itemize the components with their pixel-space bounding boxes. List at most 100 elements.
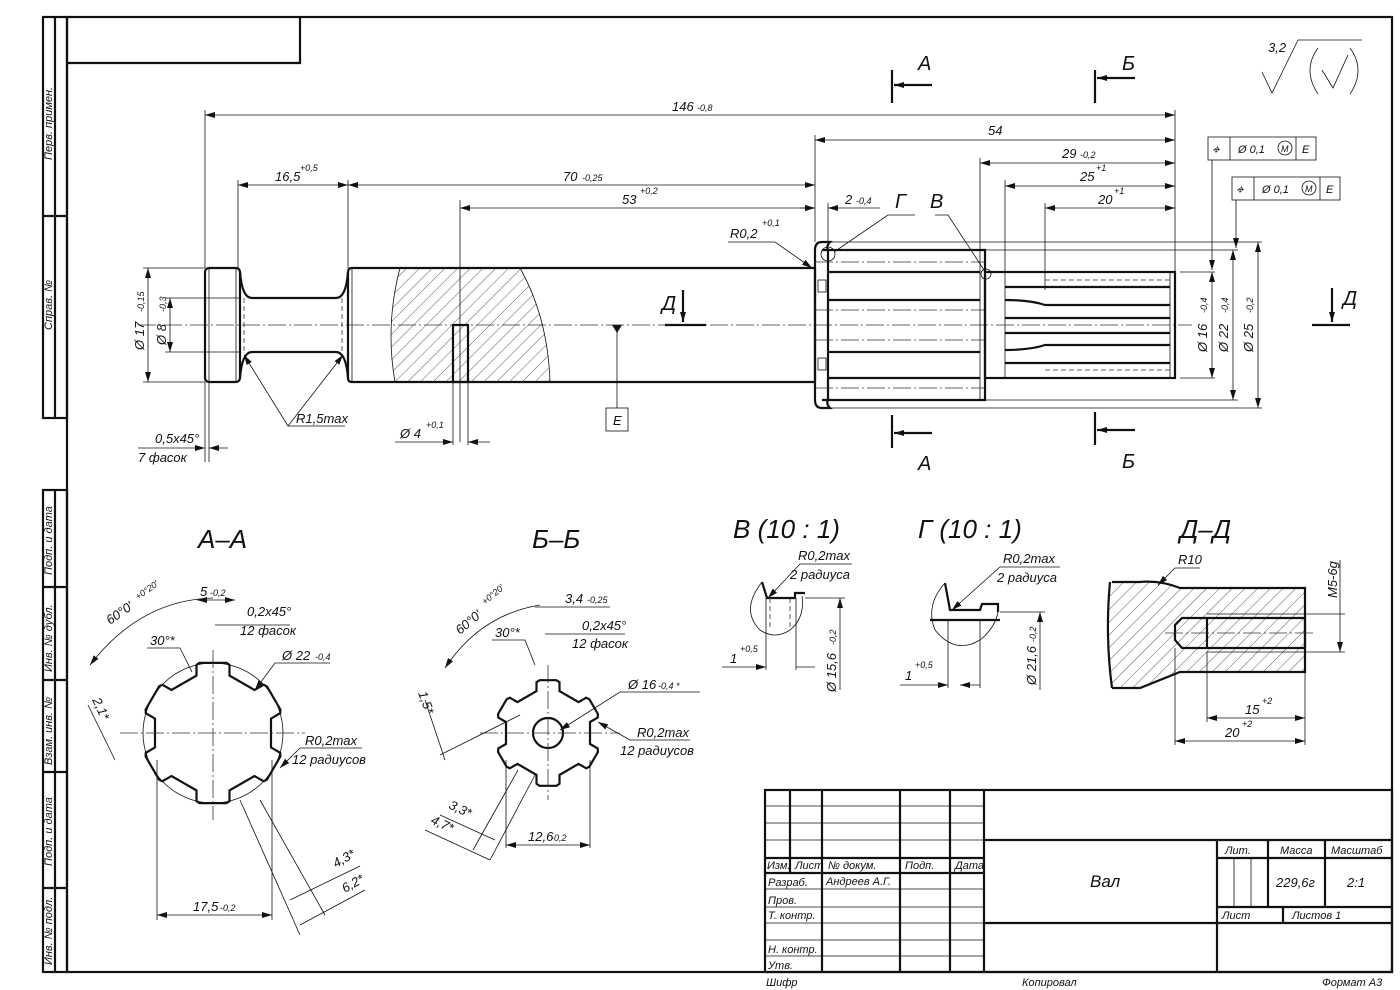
dim-r10: R10 <box>1178 552 1203 567</box>
lit-label: Лит. <box>1224 845 1251 857</box>
dim-2-tol: -0,4 <box>856 196 872 206</box>
roughness-value: 3,2 <box>1268 40 1287 55</box>
header-izm: Изм. <box>767 860 790 872</box>
dim-chamfer-note: 12 фасок <box>572 636 629 651</box>
main-view <box>138 200 1192 442</box>
dim-12-6-tol: -0,2 <box>551 833 567 843</box>
detail-dia-tol: -0,2 <box>828 629 838 645</box>
dim-53-tol: +0,2 <box>640 186 658 196</box>
role-tkontr: Т. контр. <box>768 910 815 922</box>
dim-radius-note: 12 радиусов <box>292 752 366 767</box>
dim-29-tol: -0,2 <box>1080 150 1096 160</box>
dim-dia8-tol: -0,3 <box>158 296 168 312</box>
local-section-hatch <box>391 268 550 382</box>
dim-radius: R0,2max <box>637 725 690 740</box>
footer-copied: Копировал <box>1022 977 1077 989</box>
dim-15: 15 <box>1245 702 1260 717</box>
scale-value: 2:1 <box>1346 875 1365 890</box>
detail-letter-g: Г <box>895 191 908 213</box>
dim-4-7: 4,7* <box>429 812 457 836</box>
dim-dia16: Ø 16 <box>627 677 657 692</box>
section-b-b: Б–Б 60°0' +0°20' 3,4 -0,25 0,2x45° 12 фа… <box>415 524 700 861</box>
dim-chamfer-note: 12 фасок <box>240 623 297 638</box>
dim-chamfer: 0,2x45° <box>582 618 626 633</box>
section-title: Б–Б <box>532 524 580 554</box>
detail-width-tol: +0,5 <box>740 644 759 654</box>
section-letter-d: Д <box>660 293 676 315</box>
stamp-label: Справ. № <box>43 280 55 330</box>
section-letter-b: Б <box>1122 53 1135 75</box>
dim-2-1: 2,1* <box>89 694 113 723</box>
detail-radius: R0,2max <box>1003 551 1056 566</box>
dim-dia22-tol: -0,4 <box>1220 297 1230 313</box>
stamp-label: Инв. № дубл. <box>43 604 55 672</box>
dim-53: 53 <box>622 192 637 207</box>
detail-g-marker <box>820 246 836 262</box>
part-name: Вал <box>1090 872 1121 891</box>
dim-chamfer: 0,2x45° <box>247 604 291 619</box>
surface-roughness-symbol: 3,2 <box>1261 39 1362 95</box>
detail-width: 1 <box>730 651 737 666</box>
footer-code: Шифр <box>766 977 798 989</box>
role-prov: Пров. <box>768 895 797 907</box>
dim-angle-30: 30°* <box>150 633 176 648</box>
stamp-label: Перв. примен. <box>43 87 55 160</box>
dim-2: 2 <box>844 192 853 207</box>
dim-17-5-tol: -0,2 <box>220 903 236 913</box>
fcf-tolerance: Ø 0,1 <box>1237 144 1265 156</box>
title-block: Изм. Лист № докум. Подп. Дата Разраб. Ан… <box>763 788 1394 989</box>
dim-16-5: 16,5 <box>275 169 301 184</box>
dim-15-tol: +2 <box>1262 696 1272 706</box>
dim-25: 25 <box>1079 169 1095 184</box>
dim-dia22: Ø 22 <box>1216 323 1231 353</box>
dim-54: 54 <box>988 123 1002 138</box>
detail-v: В (10 : 1) R0,2max 2 радиуса 1 +0,5 Ø 15… <box>722 514 852 693</box>
sheet-frame: Перв. примен. Справ. № Подп. и дата Инв.… <box>41 15 1394 974</box>
dim-angle: 60°0' <box>452 607 485 638</box>
dim-dia25-tol: -0,2 <box>1245 297 1255 313</box>
section-letter-a: А <box>917 53 931 75</box>
role-nkontr: Н. контр. <box>768 944 818 956</box>
section-letter-d: Д <box>1341 288 1357 310</box>
dim-radius-note: 12 радиусов <box>620 743 694 758</box>
header-doc: № докум. <box>828 860 876 872</box>
fcf-datum: E <box>1302 144 1310 156</box>
dim-r0-2: R0,2 <box>730 226 758 241</box>
position-tolerance-frame: ⌖ Ø 0,1 M E <box>1207 136 1317 270</box>
position-tolerance-frame: ⌖ Ø 0,1 M E <box>1231 176 1341 248</box>
dim-r0-2-tol: +0,1 <box>762 218 780 228</box>
dim-chamfer-note: 7 фасок <box>138 450 188 465</box>
footer-format: Формат А3 <box>1322 977 1383 989</box>
main-dimensions: 146 -0,8 54 29 -0,2 25 +1 20 +1 16,5 +0,… <box>132 99 1341 465</box>
header-list: Лист <box>794 860 823 872</box>
developer-name: Андреев А.Г. <box>825 876 891 888</box>
detail-width-tol: +0,5 <box>915 660 934 670</box>
dim-20-tol: +2 <box>1242 719 1252 729</box>
stamp-label: Подп. и дата <box>43 506 55 575</box>
dim-25-tol: +1 <box>1096 163 1106 173</box>
detail-dia-tol: -0,2 <box>1028 626 1038 642</box>
detail-radius-note: 2 радиуса <box>789 567 850 582</box>
dim-chamfer: 0,5x45° <box>155 431 199 446</box>
dim-20: 20 <box>1097 192 1113 207</box>
dim-5-tol: -0,2 <box>210 588 226 598</box>
role-utv: Утв. <box>767 960 793 972</box>
dim-3-3: 3,3* <box>447 797 475 821</box>
section-title: Д–Д <box>1177 514 1231 544</box>
dim-dia17-tol: -0,15 <box>136 290 146 312</box>
dim-dia17: Ø 17 <box>132 321 147 351</box>
dim-radius: R0,2max <box>305 733 358 748</box>
dim-angle-tol: +0°20' <box>133 579 160 602</box>
cross-hole <box>451 323 470 384</box>
sheet-label: Лист <box>1221 910 1250 922</box>
header-date: Дата <box>953 860 984 872</box>
stamp-label: Подп. и дата <box>43 797 55 866</box>
fcf-tolerance: Ø 0,1 <box>1261 184 1289 196</box>
position-icon: ⌖ <box>1236 182 1245 197</box>
section-letter-a: А <box>917 453 931 475</box>
position-icon: ⌖ <box>1212 142 1221 157</box>
dim-dia4-tol: +0,1 <box>426 420 444 430</box>
role-razrab: Разраб. <box>768 877 808 889</box>
scale-label: Масштаб <box>1331 845 1383 857</box>
stamp-label: Инв. № подл. <box>43 897 55 965</box>
